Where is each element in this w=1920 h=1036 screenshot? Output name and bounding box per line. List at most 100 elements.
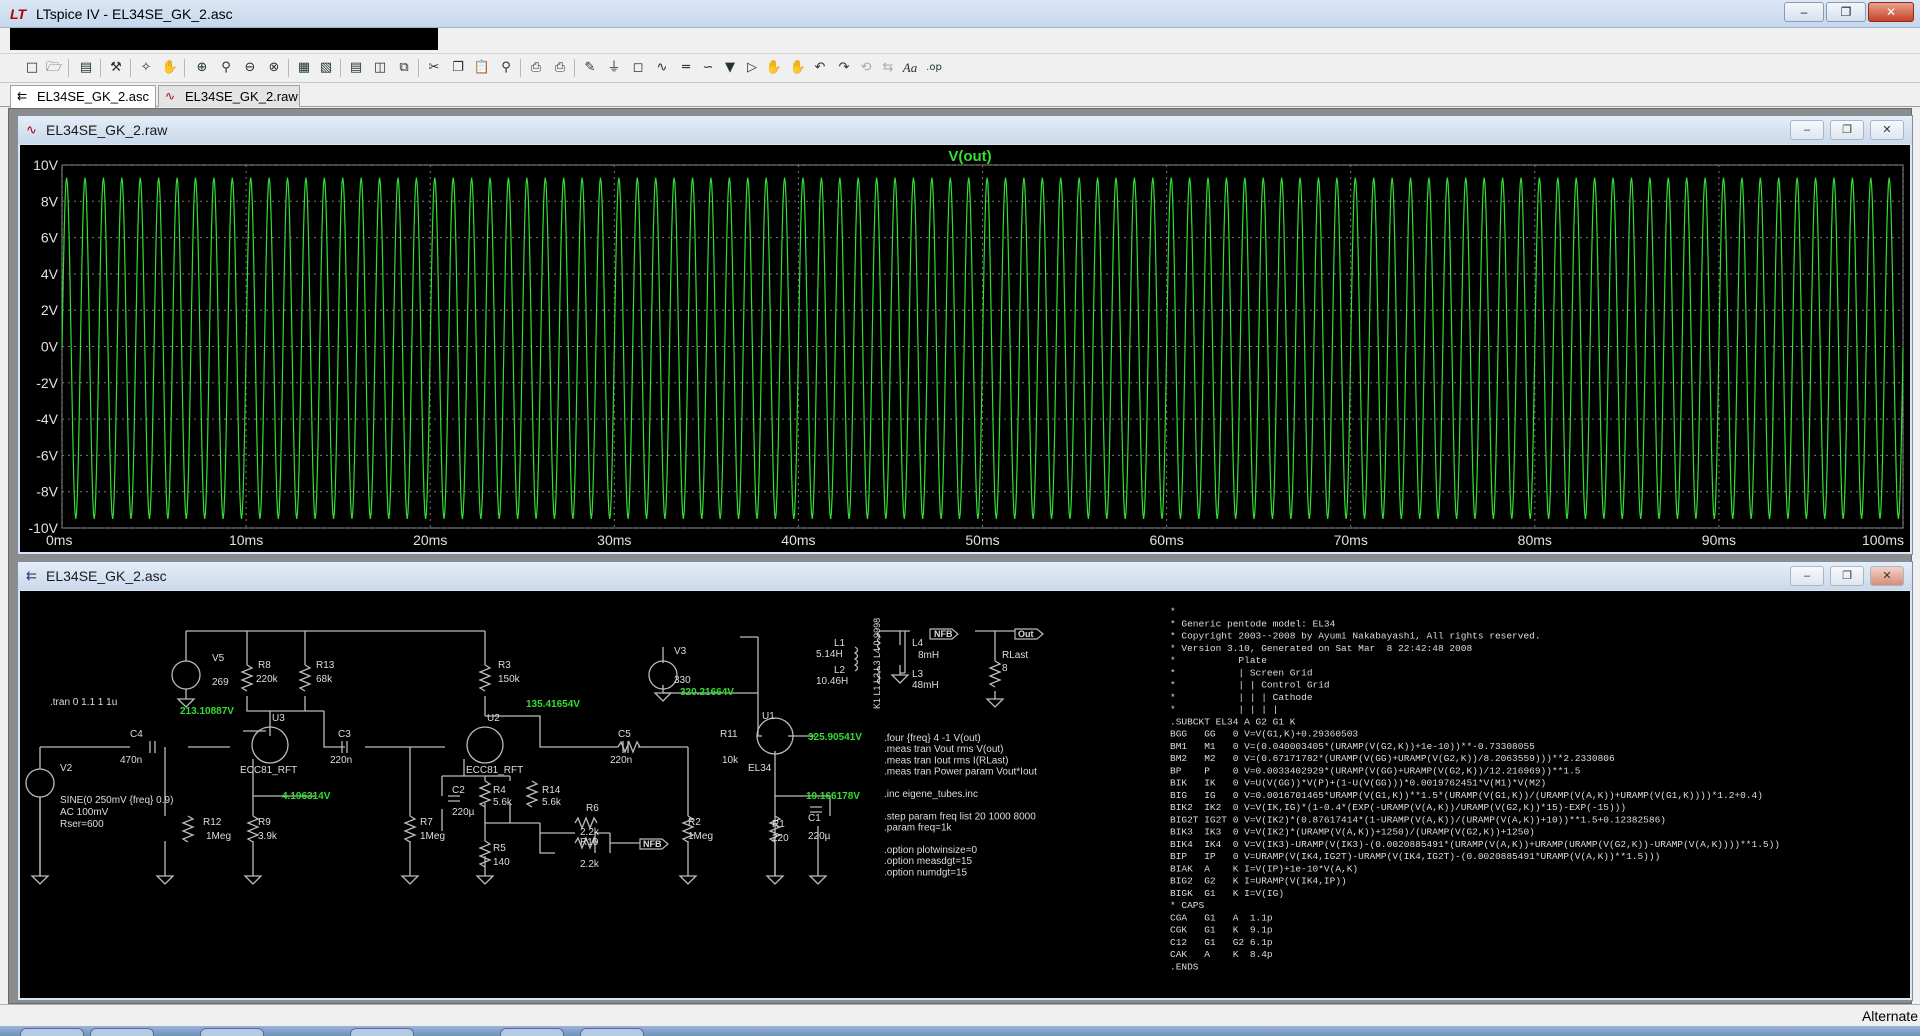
- cascade-icon[interactable]: ⧉: [399, 60, 409, 75]
- minimize-button[interactable]: –: [1790, 566, 1824, 586]
- paste-icon[interactable]: 📋: [473, 60, 491, 75]
- taskbar-button[interactable]: [20, 1028, 84, 1036]
- taskbar-button[interactable]: [500, 1028, 564, 1036]
- spice-directive-line: .meas tran Iout rms I(RLast): [884, 755, 1008, 766]
- value-v3: 330: [674, 675, 691, 686]
- toolbar-separator: [130, 59, 131, 77]
- undo-icon[interactable]: ↶: [814, 60, 826, 75]
- taskbar-button[interactable]: [580, 1028, 644, 1036]
- wire-icon[interactable]: ✎: [584, 60, 596, 75]
- taskbar-button[interactable]: [200, 1028, 264, 1036]
- net-flag-labels: NFB Out NFB: [643, 629, 1034, 849]
- trace-label[interactable]: V(out): [948, 148, 991, 165]
- minimize-button[interactable]: –: [1790, 120, 1824, 140]
- restore-button[interactable]: ❐: [1830, 120, 1864, 140]
- open-icon[interactable]: 🗁: [45, 60, 63, 75]
- run-icon[interactable]: ✧: [140, 60, 152, 75]
- label-l1: L1: [834, 638, 846, 649]
- tran-directive[interactable]: .tran 0 1.1 1 1u: [50, 697, 117, 708]
- find-icon[interactable]: ⚲: [501, 60, 511, 75]
- netlist-line: * Copyright 2003--2008 by Ayumi Nakabaya…: [1170, 631, 1541, 642]
- label-rlast: RLast: [1002, 650, 1028, 661]
- trace-vout[interactable]: [61, 177, 1904, 520]
- move-icon[interactable]: ✋: [765, 60, 783, 75]
- zoom-back-icon[interactable]: ⚲: [221, 60, 231, 75]
- label-r9: R9: [258, 817, 271, 828]
- taskbar-button[interactable]: [350, 1028, 414, 1036]
- spice-directive-icon[interactable]: .op: [926, 62, 942, 73]
- close-button[interactable]: ✕: [1870, 566, 1904, 586]
- value-r4: 5.6k: [493, 797, 513, 808]
- resistor-icon[interactable]: ∿: [656, 60, 668, 75]
- autorange-icon[interactable]: ▦: [297, 60, 311, 75]
- close-button[interactable]: ✕: [1870, 120, 1904, 140]
- netlist-line: BIG2T IG2T 0 V=V(IK2)*(0.87617414*(1-URA…: [1170, 814, 1666, 825]
- schematic-canvas[interactable]: V5 269 R8 220k R13 68k R3 150k V3 330 L1…: [20, 591, 1910, 998]
- menu-bar: [0, 28, 1920, 52]
- copy-icon[interactable]: ❐: [452, 60, 464, 75]
- mirror-icon[interactable]: ⇆: [882, 60, 894, 75]
- status-bar: Alternate: [0, 1004, 1920, 1026]
- new-schematic-icon[interactable]: □: [25, 60, 39, 75]
- value-c5: 220n: [610, 755, 632, 766]
- print-icon[interactable]: ⎙: [554, 60, 566, 75]
- label-c2: C2: [452, 785, 465, 796]
- restore-button[interactable]: ❐: [1826, 2, 1866, 22]
- label-net-icon[interactable]: ◻: [632, 60, 644, 75]
- minimize-button[interactable]: –: [1784, 2, 1824, 22]
- schematic-icon: ⇇: [26, 568, 37, 583]
- rotate-icon[interactable]: ⟲: [860, 60, 872, 75]
- schematic-window-titlebar[interactable]: ⇇ EL34SE_GK_2.asc – ❐ ✕: [18, 562, 1912, 590]
- netlist-line: CGK G1 K 9.1p: [1170, 925, 1273, 936]
- component-icon[interactable]: ▷: [747, 60, 757, 75]
- x-tick-label: 80ms: [1518, 532, 1552, 548]
- node-voltage-u3-cathode: 4.196314V: [282, 791, 331, 802]
- redo-icon[interactable]: ↷: [838, 60, 850, 75]
- ground-icon[interactable]: ⏚: [607, 60, 621, 75]
- print-preview-icon[interactable]: ⎙: [530, 60, 542, 75]
- drag-icon[interactable]: ✋: [789, 60, 807, 75]
- netlist-line: BIGK G1 K I=V(IG): [1170, 888, 1284, 899]
- zoom-fit-icon[interactable]: ⊗: [268, 60, 280, 75]
- netlist-line: .SUBCKT EL34 A G2 G1 K: [1170, 716, 1296, 727]
- tab-waveform[interactable]: ∿ EL34SE_GK_2.raw: [158, 85, 300, 107]
- subckt-netlist[interactable]: ** Generic pentode model: EL34* Copyrigh…: [1170, 606, 1780, 972]
- zoom-out-icon[interactable]: ⊖: [244, 60, 256, 75]
- diode-icon[interactable]: ▼: [725, 60, 735, 75]
- zoom-in-icon[interactable]: ⊕: [196, 60, 208, 75]
- components: [25, 630, 1002, 868]
- tile-horizontal-icon[interactable]: ▤: [349, 60, 363, 75]
- halt-icon[interactable]: ✋: [161, 60, 179, 75]
- netlist-line: BM2 M2 0 V=(0.67171782*(URAMP(V(GG)+URAM…: [1170, 753, 1615, 764]
- tab-schematic[interactable]: ⇇ EL34SE_GK_2.asc: [10, 85, 156, 108]
- ground-symbols: [30, 674, 1005, 885]
- text-icon[interactable]: Aa: [902, 60, 918, 75]
- model-u1: EL34: [748, 763, 772, 774]
- taskbar-button[interactable]: [90, 1028, 154, 1036]
- value-r11: 10k: [722, 755, 739, 766]
- label-r7: R7: [420, 817, 433, 828]
- waveform-window-titlebar[interactable]: ∿ EL34SE_GK_2.raw – ❐ ✕: [18, 116, 1912, 144]
- label-r2: R2: [688, 817, 701, 828]
- close-button[interactable]: ✕: [1868, 2, 1914, 22]
- netlist-line: .ENDS: [1170, 961, 1199, 972]
- inductor-icon[interactable]: ∽: [702, 60, 714, 75]
- cut-icon[interactable]: ✂: [428, 60, 440, 75]
- tile-vertical-icon[interactable]: ◫: [373, 60, 387, 75]
- spice-directives[interactable]: .four {freq} 4 -1 V(out).meas tran Vout …: [884, 733, 1037, 878]
- control-panel-icon[interactable]: ⚒: [110, 60, 122, 75]
- save-icon[interactable]: ▤: [79, 60, 93, 75]
- label-c3: C3: [338, 729, 351, 740]
- waveform-icon: ∿: [165, 89, 176, 103]
- label-r6: R6: [586, 803, 599, 814]
- netlist-line: CAK A K 8.4p: [1170, 949, 1273, 960]
- restore-button[interactable]: ❐: [1830, 566, 1864, 586]
- netlist-line: C12 G1 G2 6.1p: [1170, 937, 1273, 948]
- schematic-drawing[interactable]: V5 269 R8 220k R13 68k R3 150k V3 330 L1…: [20, 591, 1910, 998]
- grid-icon[interactable]: ▧: [319, 60, 333, 75]
- capacitor-icon[interactable]: ═: [682, 60, 690, 75]
